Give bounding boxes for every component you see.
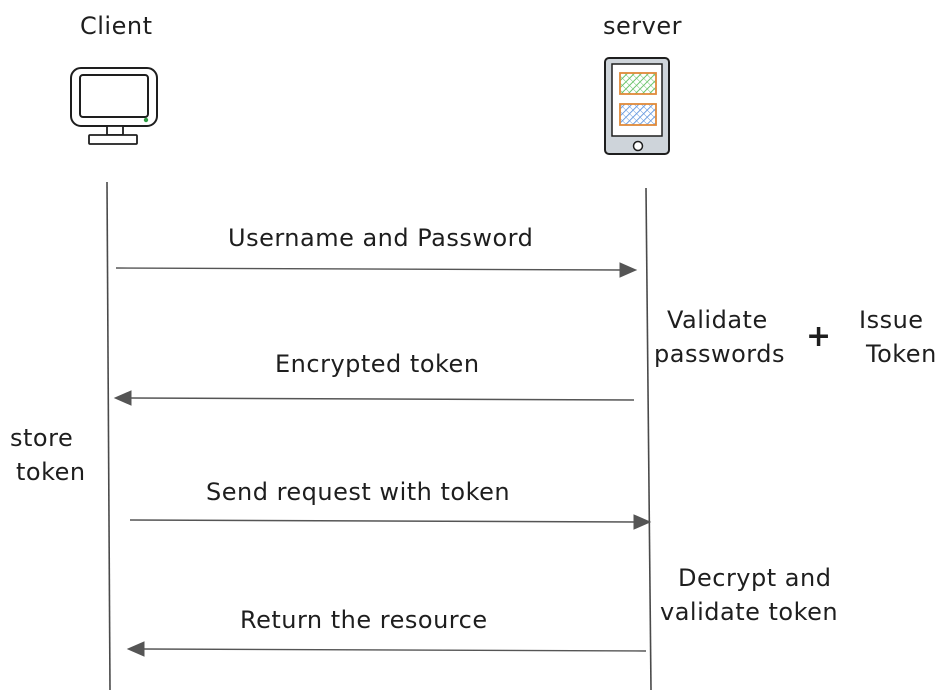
message-label: Username and Password [228,224,533,252]
note-validate-issue: Validate passwords + Issue Token [654,306,937,368]
server-device-icon [604,57,670,155]
arrow-left-icon [126,641,145,657]
note-store-line2: token [16,458,86,486]
message-label: Send request with token [206,478,510,506]
note-decrypt-line1: Decrypt and [678,564,831,592]
note-issue-line2: Token [865,340,937,368]
note-issue-line1: Issue [859,306,924,334]
client-label: Client [80,12,152,40]
desktop-monitor-icon [70,67,158,145]
message-label: Return the resource [240,606,488,634]
note-decrypt-line2: validate token [660,598,838,626]
message-encrypted-token: Encrypted token [113,350,635,406]
message-send-request: Send request with token [129,478,652,530]
server-label: server [603,12,682,40]
note-decrypt-validate: Decrypt and validate token [660,564,838,626]
message-label: Encrypted token [275,350,480,378]
arrow-right-icon [619,262,638,278]
message-username-password: Username and Password [115,224,638,278]
arrow-left-icon [113,390,132,406]
note-store-line1: store [10,424,73,452]
plus-icon: + [806,319,832,354]
note-validate-line1: Validate [667,306,768,334]
client-lifeline [106,181,111,691]
message-return-resource: Return the resource [126,606,647,657]
arrow-right-icon [633,514,652,530]
note-store-token: store token [10,424,86,486]
server-lifeline [645,187,652,691]
note-validate-line2: passwords [654,340,785,368]
